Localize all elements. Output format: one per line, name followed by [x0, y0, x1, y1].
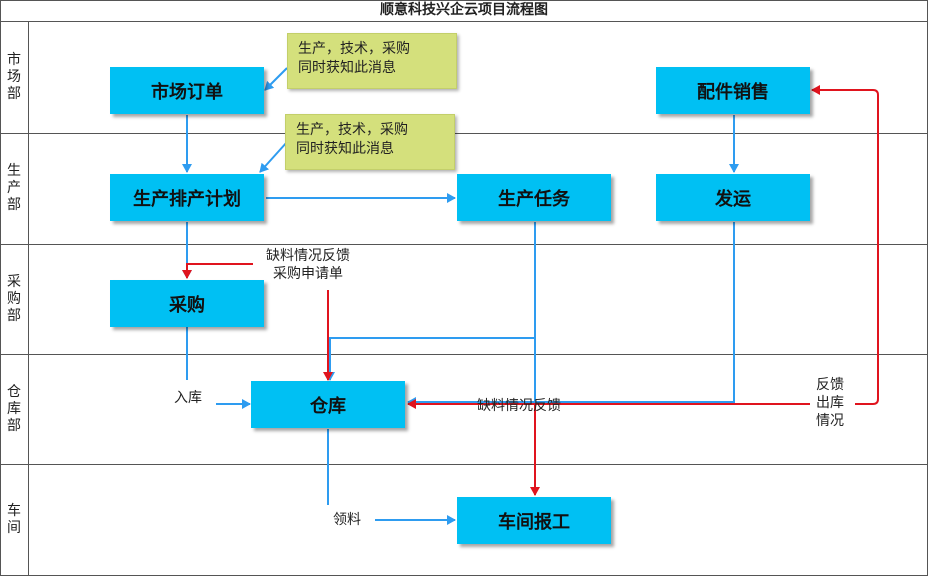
inbound-label: 入库	[174, 390, 202, 406]
red-arrow-shortage-to-purchase	[182, 263, 253, 279]
workshop-report-box: 车间报工	[457, 497, 611, 544]
warehouse-box: 仓库	[251, 381, 405, 428]
lane-label-text: 采购部	[7, 273, 21, 324]
lane-divider	[0, 464, 928, 465]
parts-sales-box: 配件销售	[656, 67, 810, 114]
arrow-shipping-to-warehouse	[407, 222, 735, 407]
notification-note: 生产，技术，采购 同时获知此消息	[287, 33, 457, 89]
lane-label-purchasing: 采购部	[0, 244, 28, 354]
production-plan-box: 生产排产计划	[110, 174, 264, 221]
arrow-task-to-warehouse	[325, 222, 536, 381]
market-order-box: 市场订单	[110, 67, 264, 114]
notification-note: 生产，技术，采购 同时获知此消息	[285, 114, 455, 170]
purchase-box: 采购	[110, 280, 264, 327]
diagram-title: 顺意科技兴企云项目流程图	[0, 0, 928, 22]
lane-label-warehouse: 仓库部	[0, 354, 28, 464]
lane-divider	[0, 133, 928, 134]
arrow-note2-to-production-plan	[259, 141, 288, 173]
pick-material-label: 领料	[333, 512, 361, 528]
outbound-feedback-label: 反馈 出库 情况	[810, 376, 850, 430]
red-arrow-outbound-to-sales	[811, 85, 879, 405]
lane-label-text: 市场部	[7, 52, 21, 102]
lane-divider	[0, 354, 928, 355]
shortage-purchase-label: 缺料情况反馈 采购申请单	[266, 248, 350, 282]
lane-divider	[0, 244, 928, 245]
lane-label-text: 生产部	[7, 163, 21, 213]
shortage-feedback-label: 缺料情况反馈	[477, 398, 561, 414]
lane-label-text: 车间	[7, 503, 21, 536]
shipping-box: 发运	[656, 174, 810, 221]
lane-column-divider	[28, 22, 29, 576]
arrow-note1-to-market-order	[264, 67, 288, 91]
lane-label-production: 生产部	[0, 133, 28, 244]
lane-label-workshop: 车间	[0, 464, 28, 576]
lane-label-text: 仓库部	[7, 383, 21, 434]
production-task-box: 生产任务	[457, 174, 611, 221]
lane-label-market: 市场部	[0, 22, 28, 133]
